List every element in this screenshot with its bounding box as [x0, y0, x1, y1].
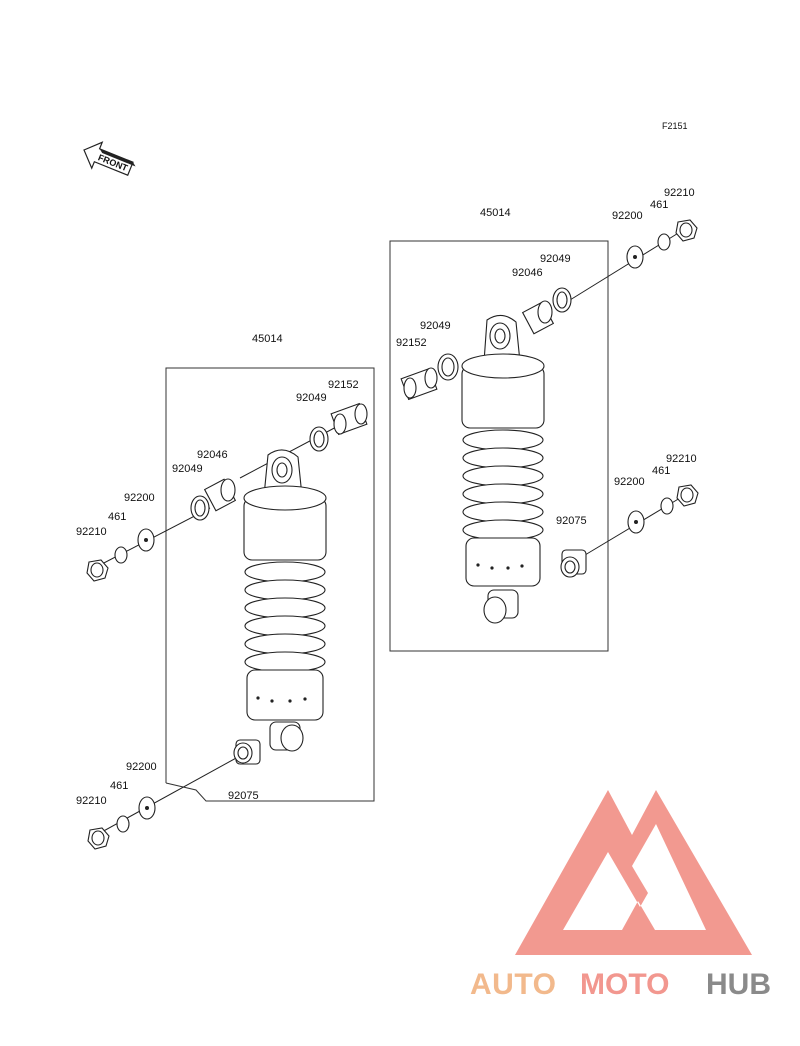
label-collar-right: 92152 [396, 337, 427, 349]
needle-bearing-right [521, 300, 555, 335]
label-large-washer-lower-left: 92200 [126, 761, 157, 773]
bushing-lower-left [233, 739, 261, 765]
label-needle-bearing-right: 92046 [512, 267, 543, 279]
assembly-frame-left [165, 367, 375, 802]
label-bushing-upper-right: 92049 [540, 253, 571, 265]
label-cap-nut-lower-right: 92210 [666, 453, 697, 465]
shock-assembly-left: 45014 92152 92049 92046 92049 92200 [76, 333, 375, 850]
label-needle-bearing-left: 92046 [197, 449, 228, 461]
shock-body-right [461, 314, 545, 624]
label-large-washer-lower-right: 92200 [614, 476, 645, 488]
needle-bearing-left [203, 478, 237, 512]
front-arrow-icon: FRONT [83, 141, 136, 177]
label-cap-nut-upper-right: 92210 [664, 187, 695, 199]
watermark-part-hub: HUB [706, 968, 771, 1001]
label-large-washer-upper-right: 92200 [612, 210, 643, 222]
label-collar-left: 92152 [328, 379, 359, 391]
bushing-lower-right [560, 549, 587, 578]
cap-nut-lower-right [676, 484, 699, 507]
bushing-upper-right [552, 287, 572, 313]
cap-nut-upper-right [675, 219, 698, 242]
small-washer-upper-right [657, 233, 671, 251]
assembly-number-left: 45014 [252, 333, 283, 345]
assembly-frame-right [389, 240, 609, 652]
cap-nut-upper-left [86, 559, 109, 582]
small-washer-lower-left [116, 815, 130, 833]
logo-mark-icon [515, 790, 752, 955]
figure-code: F2151 [662, 121, 688, 131]
collar-right [400, 367, 438, 401]
label-bushing-upper-left: 92049 [172, 463, 203, 475]
label-small-washer-upper-right: 461 [650, 199, 668, 211]
label-seal-right: 92049 [420, 320, 451, 332]
label-small-washer-lower-right: 461 [652, 465, 670, 477]
label-small-washer-lower-left: 461 [110, 780, 128, 792]
shock-body-left [243, 449, 327, 752]
collar-left [330, 402, 368, 436]
label-bushing-lower-left: 92075 [228, 790, 259, 802]
small-washer-lower-right [660, 497, 674, 515]
assembly-number-right: 45014 [480, 207, 511, 219]
label-small-washer-upper-left: 461 [108, 511, 126, 523]
label-cap-nut-lower-left: 92210 [76, 795, 107, 807]
label-seal-left: 92049 [296, 392, 327, 404]
label-large-washer-upper-left: 92200 [124, 492, 155, 504]
label-bushing-lower-right: 92075 [556, 515, 587, 527]
watermark-part-moto: MOTO [580, 968, 669, 1001]
bushing-upper-left [190, 495, 210, 521]
shock-assembly-right: 45014 92210 461 92200 92049 92046 92049 [389, 187, 699, 652]
automotohub-logo: AUTO MOTO HUB [470, 790, 771, 1001]
cap-nut-lower-left [87, 827, 110, 850]
small-washer-upper-left [114, 546, 128, 564]
label-cap-nut-upper-left: 92210 [76, 526, 107, 538]
watermark-part-auto: AUTO [470, 968, 556, 1001]
